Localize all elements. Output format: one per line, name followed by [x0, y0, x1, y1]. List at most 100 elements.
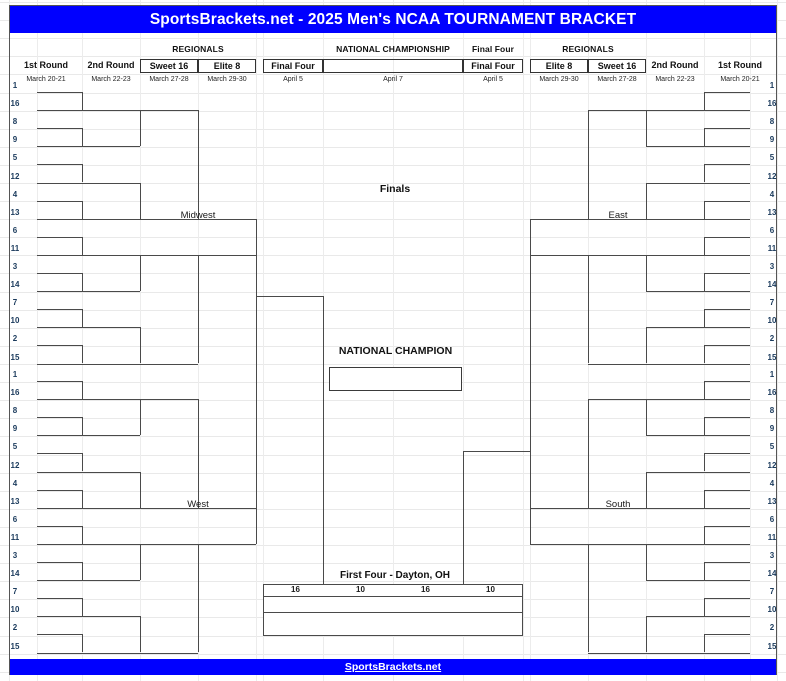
header-group-regionals-left: REGIONALS	[172, 44, 224, 54]
seed-label: 6	[12, 514, 18, 524]
seed-label: 16	[10, 388, 20, 398]
seed-label: 16	[10, 99, 20, 109]
seed-label: 2	[12, 623, 18, 633]
seed-label: 9	[12, 424, 18, 434]
seed-label: 11	[10, 532, 20, 542]
seed-label: 13	[767, 207, 777, 217]
header-round-left-elite-8: Elite 8	[198, 59, 256, 73]
seed-label: 3	[12, 262, 18, 271]
seed-label: 5	[769, 153, 775, 163]
seed-label: 10	[10, 316, 20, 326]
seed-label: 1	[12, 370, 18, 379]
header-round-left-sweet-16: Sweet 16	[140, 59, 198, 73]
seed-label: 1	[12, 81, 18, 90]
seed-label: 9	[769, 135, 775, 145]
header-group-final-four-right: Final Four	[471, 44, 515, 54]
seed-label: 15	[767, 352, 777, 362]
first-four-seed: 16	[421, 585, 430, 594]
seed-label: 9	[12, 135, 18, 145]
seed-label: 14	[10, 280, 20, 290]
header-round-left-final-four: Final Four	[263, 59, 323, 73]
first-four-title: First Four - Dayton, OH	[340, 570, 450, 581]
seed-label: 10	[10, 605, 20, 615]
seed-label: 8	[12, 117, 18, 127]
header-date-left-2nd-round: March 22-23	[91, 76, 131, 83]
seed-label: 15	[767, 641, 777, 651]
seed-label: 6	[769, 225, 775, 235]
seed-label: 10	[767, 605, 777, 615]
header-date-right-final-four: April 5	[483, 76, 503, 83]
seed-label: 3	[769, 551, 775, 560]
seed-label: 8	[12, 406, 18, 416]
seed-label: 14	[767, 569, 777, 579]
header-round-left-2nd-round: 2nd Round	[87, 60, 135, 70]
footer-link[interactable]: SportsBrackets.net	[344, 661, 442, 673]
first-four-seed: 10	[356, 585, 365, 594]
seed-label: 1	[769, 370, 775, 379]
region-label-bottom_left: West	[187, 499, 209, 510]
seed-label: 6	[769, 514, 775, 524]
seed-label: 7	[12, 587, 18, 597]
header-date-right-elite-8: March 29-30	[539, 76, 579, 83]
header-round-right-final-four: Final Four	[463, 59, 523, 73]
footer-bar[interactable]: SportsBrackets.net	[10, 659, 776, 675]
region-label-top_left: Midwest	[180, 210, 216, 221]
seed-label: 16	[767, 99, 777, 109]
national-champion-box[interactable]	[329, 367, 462, 391]
page-title: SportsBrackets.net - 2025 Men's NCAA TOU…	[10, 6, 776, 33]
seed-label: 2	[769, 623, 775, 633]
seed-label: 2	[769, 334, 775, 344]
first-four-table[interactable]	[263, 584, 523, 636]
seed-label: 15	[10, 352, 20, 362]
header-round-right-2nd-round: 2nd Round	[651, 60, 699, 70]
seed-label: 11	[767, 243, 777, 253]
seed-label: 3	[769, 262, 775, 271]
seed-label: 7	[769, 298, 775, 308]
header-date-left-elite-8: March 29-30	[207, 76, 247, 83]
seed-label: 9	[769, 424, 775, 434]
header-round-right-sweet-16: Sweet 16	[588, 59, 646, 73]
header-date-right-1st-round: March 20-21	[720, 76, 760, 83]
seed-label: 8	[769, 406, 775, 416]
seed-label: 7	[12, 298, 18, 308]
region-label-bottom_right: South	[605, 499, 631, 510]
finals-label: Finals	[379, 183, 411, 195]
seed-label: 1	[769, 81, 775, 90]
seed-label: 11	[10, 243, 20, 253]
seed-label: 15	[10, 641, 20, 651]
seed-label: 6	[12, 225, 18, 235]
header-date-right-2nd-round: March 22-23	[655, 76, 695, 83]
header-round-center-center	[323, 59, 463, 73]
national-champion-label: NATIONAL CHAMPION	[338, 345, 453, 357]
seed-label: 12	[767, 171, 777, 181]
header-round-right-1st-round: 1st Round	[718, 60, 762, 70]
seed-label: 13	[767, 496, 777, 506]
seed-label: 8	[769, 117, 775, 127]
seed-label: 13	[10, 207, 20, 217]
header-group-regionals-right: REGIONALS	[562, 44, 614, 54]
header-date-right-sweet-16: March 27-28	[597, 76, 637, 83]
seed-label: 4	[769, 189, 775, 199]
header-group-national-championship: NATIONAL CHAMPIONSHIP	[336, 44, 450, 54]
seed-label: 12	[10, 171, 20, 181]
seed-label: 16	[767, 388, 777, 398]
header-round-right-elite-8: Elite 8	[530, 59, 588, 73]
seed-label: 5	[12, 153, 18, 163]
header-date-left-1st-round: March 20-21	[26, 76, 66, 83]
region-label-top_right: East	[608, 210, 628, 221]
seed-label: 12	[10, 460, 20, 470]
seed-label: 11	[767, 532, 777, 542]
seed-label: 3	[12, 551, 18, 560]
first-four-seed: 10	[486, 585, 495, 594]
seed-label: 14	[767, 280, 777, 290]
seed-label: 5	[769, 442, 775, 452]
seed-label: 10	[767, 316, 777, 326]
first-four-seed: 16	[291, 585, 300, 594]
header-date-center-center: April 7	[383, 76, 403, 83]
header-date-left-final-four: April 5	[283, 76, 303, 83]
seed-label: 4	[12, 478, 18, 488]
seed-label: 4	[12, 189, 18, 199]
seed-label: 4	[769, 478, 775, 488]
seed-label: 12	[767, 460, 777, 470]
